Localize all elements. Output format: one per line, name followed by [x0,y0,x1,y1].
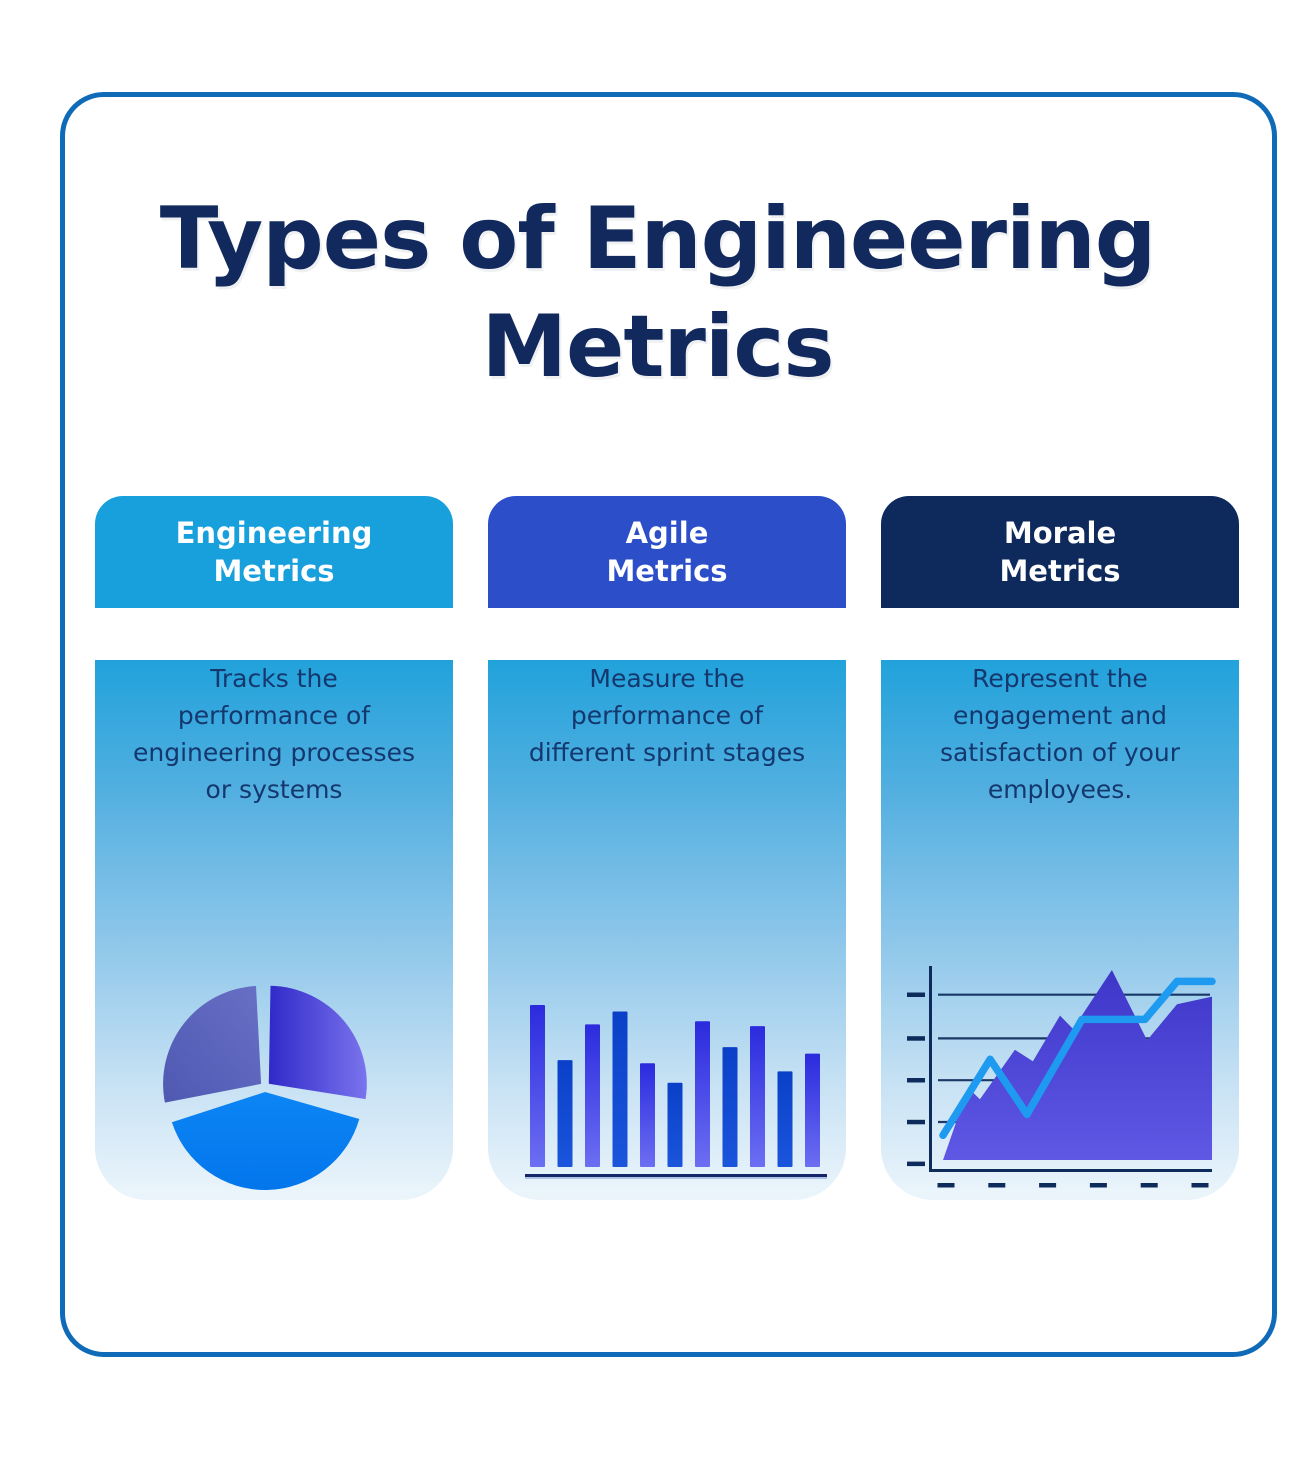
card-description-morale: Represent the engagement and satisfactio… [939,664,1181,804]
card-morale-metrics: Morale Metrics Represent the engagement … [881,496,1239,1200]
card-agile-metrics: Agile Metrics Measure the performance of… [488,496,846,1200]
card-header-agile: Agile Metrics [488,496,846,608]
card-engineering-metrics: Engineering Metrics Tracks the performan… [95,496,453,1200]
card-header-engineering: Engineering Metrics [95,496,453,608]
card-body-morale: Represent the engagement and satisfactio… [881,660,1239,1200]
bar-chart [525,1005,827,1179]
card-description-engineering: Tracks the performance of engineering pr… [132,664,415,804]
card-body-engineering: Tracks the performance of engineering pr… [95,660,453,1200]
card-description-agile: Measure the performance of different spr… [528,664,806,767]
area-line-chart [907,966,1216,1188]
card-header-morale: Morale Metrics [881,496,1239,608]
card-body-agile: Measure the performance of different spr… [488,660,846,1200]
page-title: Types of Engineering Metrics [159,189,1157,397]
pie-chart [163,985,367,1190]
